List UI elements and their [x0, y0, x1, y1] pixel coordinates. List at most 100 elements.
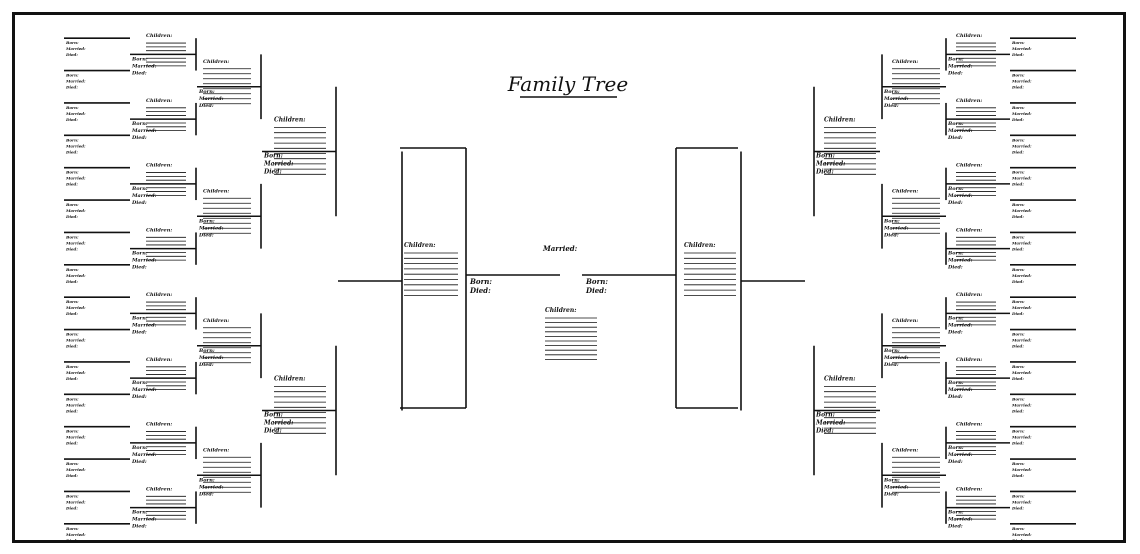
right-l4-born-label: Born: [1011, 493, 1025, 498]
left-l3-married-label: Married: [131, 517, 157, 523]
right-l4-born-label: Born: [1011, 137, 1025, 142]
left-l4-died-label: Died: [65, 505, 78, 510]
tree-frame [12, 12, 1126, 543]
right-l3-block-children-label: Children: [956, 422, 982, 428]
left-l4-died-label: Died: [65, 149, 78, 154]
left-l3-block-children-label: Children: [146, 357, 172, 363]
left-l3-married-label: Married: [131, 387, 157, 393]
left-l2-died-label: Died: [198, 491, 214, 497]
right-l4-married-label: Married: [1011, 370, 1032, 375]
left-l2-born-label: Born: [198, 89, 215, 95]
left-l2-died-label: Died: [198, 103, 214, 109]
right-l4-died-label: Died: [1011, 376, 1024, 381]
right-l4-born-label: Born: [1011, 202, 1025, 207]
right-l3-married-label: Married: [947, 387, 973, 393]
left-l4-died-label: Died: [65, 376, 78, 381]
left-l4-born-label: Born: [65, 267, 79, 272]
right-l4-born-label: Born: [1011, 332, 1025, 337]
right-l3-born-label: Born: [947, 445, 964, 451]
right-l4-married-label: Married: [1011, 46, 1032, 51]
right-l3-block-children-label: Children: [956, 33, 982, 39]
right-l3-born-label: Born: [947, 251, 964, 257]
right-l4-married-label: Married: [1011, 273, 1032, 278]
left-l4-married-label: Married: [65, 305, 86, 310]
right-l2-block-children-label: Children: [892, 188, 918, 194]
right-l4-married-label: Married: [1011, 143, 1032, 148]
left-self-died-label: Died: [469, 286, 491, 295]
left-l4-born-label: Born: [65, 332, 79, 337]
left-l4-died-label: Died: [65, 408, 78, 413]
right-l4-died-label: Died: [1011, 117, 1024, 122]
left-l4-married-label: Married: [65, 273, 86, 278]
left-l2-married-label: Married: [198, 484, 224, 490]
center-children-block-children-label: Children: [545, 307, 576, 314]
right-l4-born-label: Born: [1011, 170, 1025, 175]
right-l4-born-label: Born: [1011, 526, 1025, 531]
right-l4-married-label: Married: [1011, 499, 1032, 504]
left-l4-born-label: Born: [65, 202, 79, 207]
right-self-born-label: Born: [585, 277, 608, 286]
right-l2-died-label: Died: [883, 232, 899, 238]
right-l1-born-label: Born: [815, 153, 835, 160]
left-l3-block-children-label: Children: [146, 33, 172, 39]
right-l2-block-children-label: Children: [892, 59, 918, 65]
right-l3-block-children-label: Children: [956, 98, 982, 104]
left-l3-married-label: Married: [131, 452, 157, 458]
left-l3-died-label: Died: [131, 200, 147, 206]
right-l4-married-label: Married: [1011, 467, 1032, 472]
right-l3-died-label: Died: [947, 265, 963, 271]
right-l1-married-label: Married: [815, 420, 845, 427]
left-l4-married-label: Married: [65, 402, 86, 407]
right-l4-born-label: Born: [1011, 364, 1025, 369]
right-l4-died-label: Died: [1011, 505, 1024, 510]
right-l2-born-label: Born: [883, 89, 900, 95]
left-l3-died-label: Died: [131, 329, 147, 335]
right-l4-born-label: Born: [1011, 73, 1025, 78]
right-l4-died-label: Died: [1011, 246, 1024, 251]
right-l2-died-label: Died: [883, 491, 899, 497]
right-l4-died-label: Died: [1011, 408, 1024, 413]
left-l1-born-label: Born: [263, 412, 283, 419]
right-l3-block-children-label: Children: [956, 292, 982, 298]
right-l2-married-label: Married: [883, 96, 909, 102]
right-l3-married-label: Married: [947, 517, 973, 523]
left-l4-born-label: Born: [65, 364, 79, 369]
right-l4-married-label: Married: [1011, 402, 1032, 407]
right-l3-block-children-label: Children: [956, 227, 982, 233]
left-l3-married-label: Married: [131, 63, 157, 69]
left-l4-married-label: Married: [65, 46, 86, 51]
right-l4-born-label: Born: [1011, 429, 1025, 434]
right-l2-born-label: Born: [883, 218, 900, 224]
left-l2-married-label: Married: [198, 225, 224, 231]
left-l4-married-label: Married: [65, 370, 86, 375]
right-l3-died-label: Died: [947, 394, 963, 400]
left-l3-married-label: Married: [131, 128, 157, 134]
right-l2-married-label: Married: [883, 484, 909, 490]
center-married-label: Married: [542, 244, 578, 253]
right-l4-born-label: Born: [1011, 299, 1025, 304]
right-l2-died-label: Died: [883, 362, 899, 368]
right-l1-born-label: Born: [815, 412, 835, 419]
right-l2-born-label: Born: [883, 477, 900, 483]
right-l3-block-children-label: Children: [956, 163, 982, 169]
right-l3-married-label: Married: [947, 128, 973, 134]
left-l4-married-label: Married: [65, 111, 86, 116]
left-l2-died-label: Died: [198, 362, 214, 368]
right-l2-married-label: Married: [883, 225, 909, 231]
left-l3-block-children-label: Children: [146, 292, 172, 298]
right-l3-born-label: Born: [947, 510, 964, 516]
left-l3-block-children-label: Children: [146, 422, 172, 428]
right-l2-married-label: Married: [883, 355, 909, 361]
left-l3-died-label: Died: [131, 524, 147, 530]
right-l4-died-label: Died: [1011, 85, 1024, 90]
right-l3-born-label: Born: [947, 121, 964, 127]
left-l4-married-label: Married: [65, 338, 86, 343]
left-l4-born-label: Born: [65, 429, 79, 434]
right-l4-died-label: Died: [1011, 214, 1024, 219]
left-l2-married-label: Married: [198, 96, 224, 102]
tree-labels: Born:Married:Died:Born:Married:Died:Born… [65, 33, 1032, 543]
left-l4-married-label: Married: [65, 435, 86, 440]
left-l2-born-label: Born: [198, 218, 215, 224]
right-l4-born-label: Born: [1011, 40, 1025, 45]
right-l4-died-label: Died: [1011, 344, 1024, 349]
